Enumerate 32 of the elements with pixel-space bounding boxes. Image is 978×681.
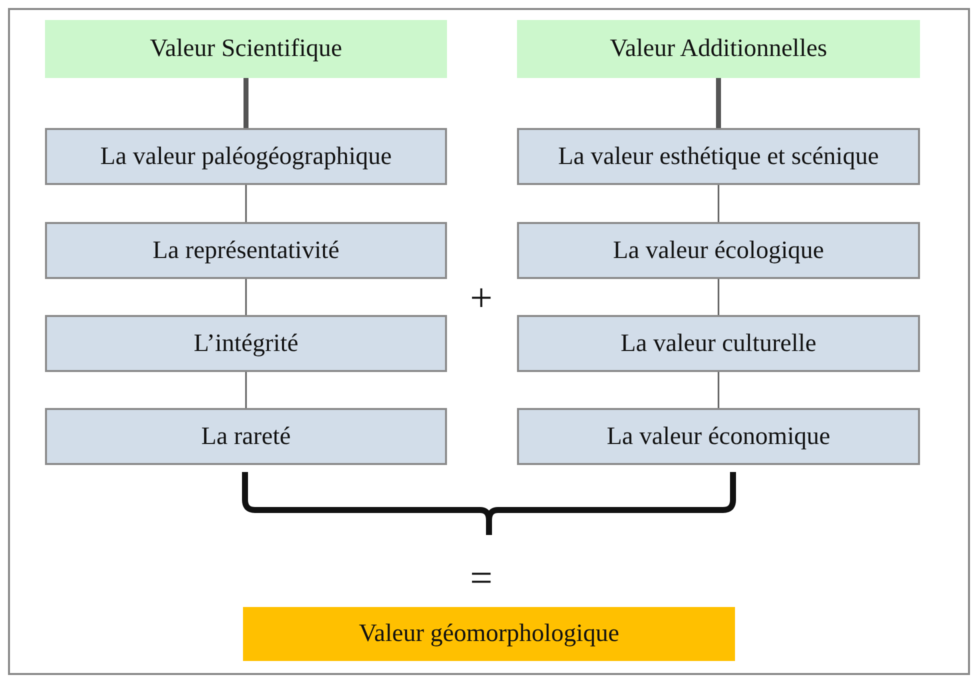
node-text: La valeur culturelle: [620, 330, 816, 358]
connector-line: [718, 372, 720, 408]
node-text: Valeur Scientifique: [150, 35, 342, 63]
connector-line: [718, 185, 720, 222]
value-box: [45, 222, 447, 279]
node-text: L’intégrité: [194, 330, 298, 358]
result-box: [243, 607, 735, 661]
thick-connector-line: [716, 78, 721, 128]
node-text: La valeur écologique: [612, 236, 824, 264]
operator-sign: +: [470, 278, 493, 318]
node-text: La représentativité: [152, 236, 340, 264]
node-text: La valeur paléogéographique: [100, 142, 392, 170]
node-text: Valeur géomorphologique: [358, 620, 620, 648]
value-box: [517, 315, 920, 372]
connector-line: [718, 279, 720, 315]
value-box: [517, 128, 920, 185]
value-box: [45, 408, 447, 465]
value-box: [45, 315, 447, 372]
connector-line: [245, 279, 247, 315]
connector-line: [245, 185, 247, 222]
value-box: [517, 222, 920, 279]
node-text: La rareté: [201, 422, 291, 450]
thick-connector-line: [244, 78, 248, 128]
value-box: [517, 408, 920, 465]
connector-line: [245, 372, 247, 408]
category-header: [45, 20, 447, 78]
category-header: [517, 20, 920, 78]
node-text: La valeur économique: [606, 422, 830, 450]
operator-sign: =: [470, 558, 493, 598]
node-text: La valeur esthétique et scénique: [558, 142, 879, 170]
value-box: [45, 128, 447, 185]
node-text: Valeur Additionnelles: [610, 35, 828, 63]
